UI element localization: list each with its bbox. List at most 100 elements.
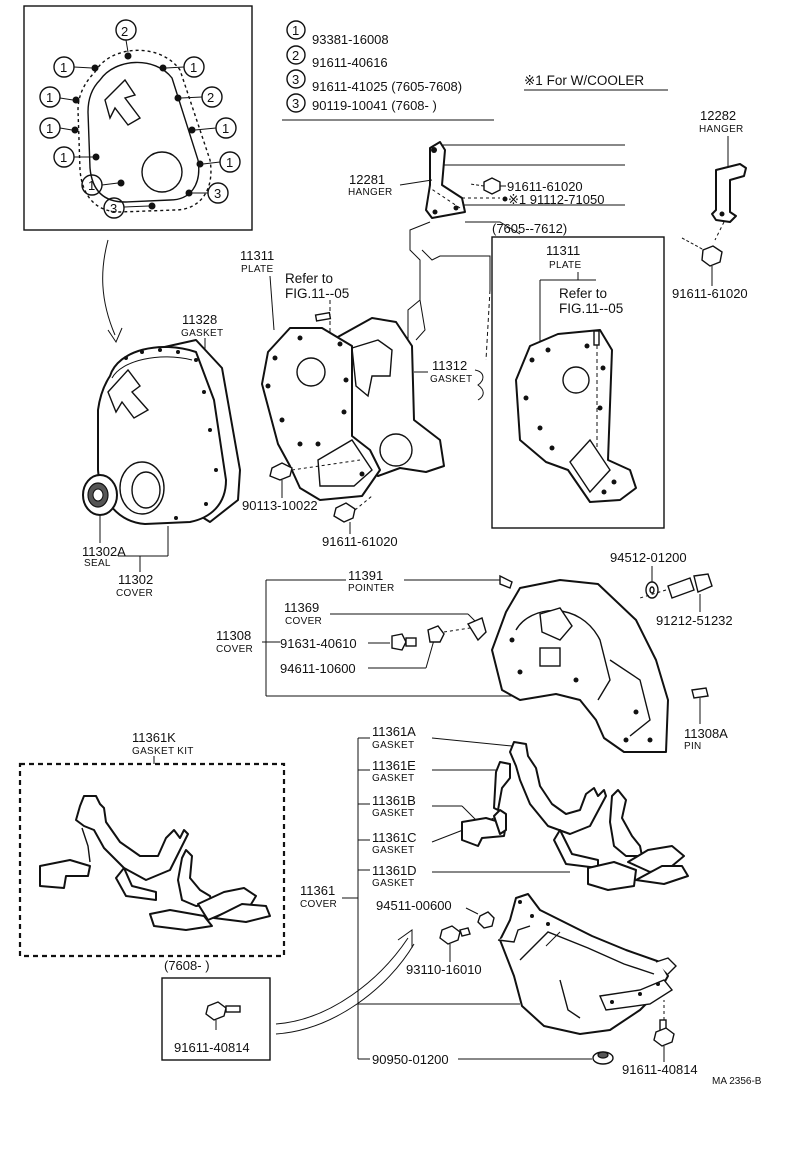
label-12282: 12282 <box>700 108 736 123</box>
label-gasket-kit: GASKET KIT <box>132 746 194 757</box>
label-11308: 11308 <box>216 628 251 643</box>
label-11361D: 11361D <box>372 863 417 878</box>
label-gasket-11361E: GASKET <box>372 773 414 784</box>
inset-callout-circles: 2 1 1 1 2 1 1 1 1 1 3 3 <box>39 19 241 219</box>
bolt-location-inset: 2 1 1 1 2 1 1 1 1 1 3 3 <box>23 5 253 231</box>
diagram-code: MA 2356-B <box>712 1076 762 1087</box>
label-cover-11302: COVER <box>116 588 153 599</box>
label-91611-61020-top: 91611-61020 <box>507 179 583 194</box>
label-11308A: 11308A <box>684 726 728 741</box>
label-plate-right: PLATE <box>549 260 581 271</box>
label-11302: 11302 <box>118 572 153 587</box>
bolt-91611-40814-box <box>205 1001 241 1030</box>
label-pin: PIN <box>684 741 702 752</box>
label-date-7608: (7608- ) <box>164 958 210 973</box>
cover-11308 <box>491 579 669 753</box>
label-94511-00600: 94511-00600 <box>376 898 452 913</box>
inset-callout: 2 <box>121 24 128 39</box>
label-11311-left: 11311 <box>240 248 274 263</box>
label-gasket-11361D: GASKET <box>372 878 414 889</box>
label-11361: 11361 <box>300 883 335 898</box>
bolt-91611-61020-right <box>681 237 723 267</box>
bolt-legend: 1 93381-16008 2 91611-40616 3 91611-4102… <box>282 20 668 121</box>
label-90950-01200: 90950-01200 <box>372 1052 449 1067</box>
label-gasket-11361A: GASKET <box>372 740 414 751</box>
bolt-90113-10022 <box>269 459 361 481</box>
label-11361E: 11361E <box>372 758 416 773</box>
label-gasket-11312: GASKET <box>430 374 472 385</box>
label-11311-right: 11311 <box>546 243 580 258</box>
inset-callout: 1 <box>222 121 229 136</box>
pointer-11391 <box>499 574 513 589</box>
label-plate-left: PLATE <box>241 264 273 275</box>
date-7608-box <box>161 977 271 1061</box>
label-94512-01200: 94512-01200 <box>610 550 687 565</box>
label-91112-71050: ※1 91112-71050 <box>508 192 604 207</box>
inset-callout: 1 <box>88 178 95 193</box>
label-91611-40814-right: 91611-40814 <box>622 1062 698 1077</box>
label-cover-11369: COVER <box>285 616 322 627</box>
label-cover-11361: COVER <box>300 899 337 910</box>
bolt-91611-61020-top <box>469 177 506 195</box>
inset-callout: 1 <box>46 121 53 136</box>
inset-callout: 1 <box>226 155 233 170</box>
plate-11311-left <box>261 327 381 501</box>
label-91212-51232: 91212-51232 <box>656 613 733 628</box>
nut-94611-10600 <box>427 625 445 643</box>
label-seal: SEAL <box>84 558 111 569</box>
bolt-91611-61020-mid <box>333 495 373 523</box>
svg-text:2: 2 <box>292 48 299 63</box>
bolt-91212-51232 <box>639 573 713 599</box>
bolt-93110-16010 <box>439 925 471 945</box>
label-91611-61020-mid: 91611-61020 <box>322 534 398 549</box>
legend-part-2: 91611-40616 <box>312 55 388 70</box>
hanger-12282 <box>711 163 747 241</box>
refer-text-right-1: Refer to <box>559 286 607 301</box>
svg-text:1: 1 <box>292 23 299 38</box>
hanger-12281 <box>425 141 466 219</box>
inset-pointer-arrow <box>102 239 116 336</box>
cover-11361 <box>497 893 677 1035</box>
label-91631-40610: 91631-40610 <box>280 636 357 651</box>
label-94611-10600: 94611-10600 <box>280 661 356 676</box>
label-gasket-11361B: GASKET <box>372 808 414 819</box>
label-gasket-11328: GASKET <box>181 328 223 339</box>
inset-callout: 1 <box>190 60 197 75</box>
inset-callout: 2 <box>207 90 214 105</box>
nut-94511-00600 <box>477 911 495 929</box>
label-91611-61020-right: 91611-61020 <box>672 286 748 301</box>
bolt-91611-40814-right <box>653 1000 675 1047</box>
seal-11302A <box>82 474 118 516</box>
gasket-kit-pieces <box>39 795 271 931</box>
inset-callout: 3 <box>214 186 221 201</box>
pointer-arrow-oil-pan <box>275 937 409 1025</box>
inset-callout: 1 <box>60 60 67 75</box>
label-93110-16010: 93110-16010 <box>406 962 482 977</box>
plug-90950-01200 <box>592 1051 614 1065</box>
gasket-kit-box <box>18 762 286 958</box>
label-hanger-12282: HANGER <box>699 124 744 135</box>
legend-part-3a: 91611-41025 (7605-7608) <box>312 79 462 94</box>
label-11361A: 11361A <box>372 724 416 739</box>
label-11369: 11369 <box>284 600 319 615</box>
label-90113-10022: 90113-10022 <box>242 498 318 513</box>
legend-part-1: 93381-16008 <box>312 32 389 47</box>
label-cover-11308: COVER <box>216 644 253 655</box>
legend-part-3b: 90119-10041 (7608- ) <box>312 98 437 113</box>
svg-text:3: 3 <box>292 96 299 111</box>
svg-text:3: 3 <box>292 72 299 87</box>
label-7605-7612: (7605--7612) <box>492 221 567 236</box>
label-11302A: 11302A <box>82 544 126 559</box>
label-hanger-12281: HANGER <box>348 187 393 198</box>
refer-text-left-2: FIG.11--05 <box>285 286 349 301</box>
date-range-box <box>491 236 665 529</box>
label-pointer: POINTER <box>348 583 395 594</box>
plate-11311-right <box>515 329 637 503</box>
refer-text-left-1: Refer to <box>285 271 333 286</box>
label-12281: 12281 <box>349 172 385 187</box>
label-11361K: 11361K <box>132 730 176 745</box>
inset-callout: 3 <box>110 201 117 216</box>
inset-callout: 1 <box>60 150 67 165</box>
